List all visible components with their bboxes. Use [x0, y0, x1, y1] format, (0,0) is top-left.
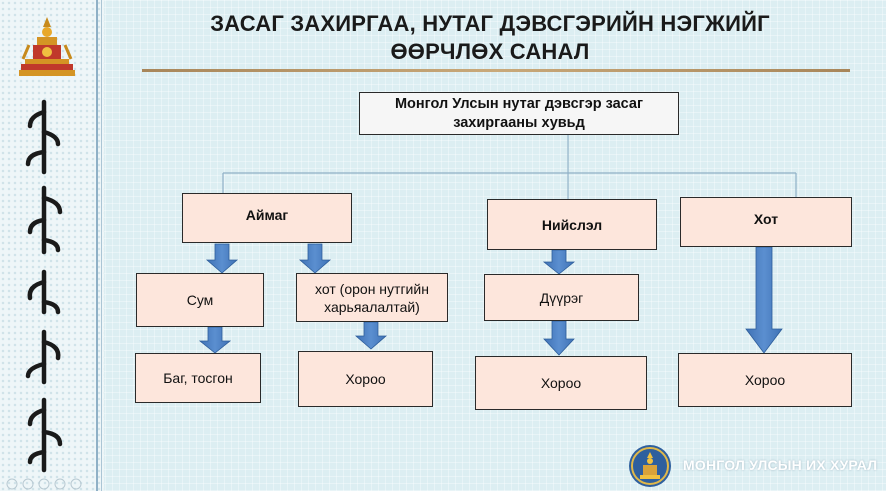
down-arrow-icon	[198, 326, 232, 354]
niislel-box: Нийслэл	[487, 199, 657, 250]
sidebar	[0, 0, 104, 491]
khoroo-label: Хороо	[345, 371, 386, 387]
duureg-box: Дүүрэг	[484, 274, 639, 321]
sidebar-border-line	[96, 0, 98, 491]
connector-lines	[222, 135, 797, 199]
duureg-label: Дүүрэг	[539, 289, 584, 306]
khot-local-box: хот (орон нутгийн харьяалалтай)	[296, 273, 448, 322]
slide-title-line-1: ЗАСАГ ЗАХИРГАА, НУТАГ ДЭВСГЭРИЙН НЭГЖИЙГ	[210, 11, 770, 36]
sidebar-border-line	[101, 0, 102, 491]
khoroo-label: Хороо	[744, 372, 786, 388]
title-underline	[142, 69, 850, 72]
khoroo-label: Хороо	[540, 375, 582, 391]
sum-box: Сум	[136, 273, 264, 327]
khot-box: Хот	[680, 197, 852, 247]
down-arrow-icon	[298, 243, 332, 274]
khoroo-box: Хороо	[298, 351, 433, 407]
slide-title-line-2: ӨӨРЧЛӨХ САНАЛ	[390, 39, 590, 64]
down-arrow-icon	[542, 249, 576, 275]
down-arrow-icon	[354, 321, 388, 350]
khoroo-box: Хороо	[475, 356, 647, 410]
bag-box: Баг, тосгон	[135, 353, 261, 403]
aimag-label: Аймаг	[245, 207, 289, 223]
down-arrow-icon	[543, 320, 575, 356]
root-label: Монгол Улсын нутаг дэвсгэр засаг захирга…	[394, 95, 644, 131]
sum-label: Сум	[186, 292, 214, 308]
bag-label: Баг, тосгон	[163, 370, 233, 386]
khot-local-label: хот (орон нутгийн харьяалалтай)	[315, 280, 429, 315]
parliament-emblem-icon	[629, 445, 671, 487]
khot-label: Хот	[753, 211, 779, 227]
khoroo-box: Хороо	[678, 353, 852, 407]
down-arrow-icon	[205, 243, 239, 274]
slide-title: ЗАСАГ ЗАХИРГАА, НУТАГ ДЭВСГЭРИЙН НЭГЖИЙГ…	[170, 10, 810, 66]
down-arrow-icon	[745, 246, 783, 354]
state-emblem-icon	[19, 17, 75, 76]
niislel-label: Нийслэл	[541, 216, 603, 233]
slide-controls[interactable]	[6, 478, 106, 490]
root-box: Монгол Улсын нутаг дэвсгэр засаг захирга…	[359, 92, 679, 135]
aimag-box: Аймаг	[182, 193, 352, 243]
footer-organization-name: МОНГОЛ УЛСЫН ИХ ХУРАЛ	[683, 457, 878, 473]
mongolian-script-emblem-text	[25, 99, 63, 473]
